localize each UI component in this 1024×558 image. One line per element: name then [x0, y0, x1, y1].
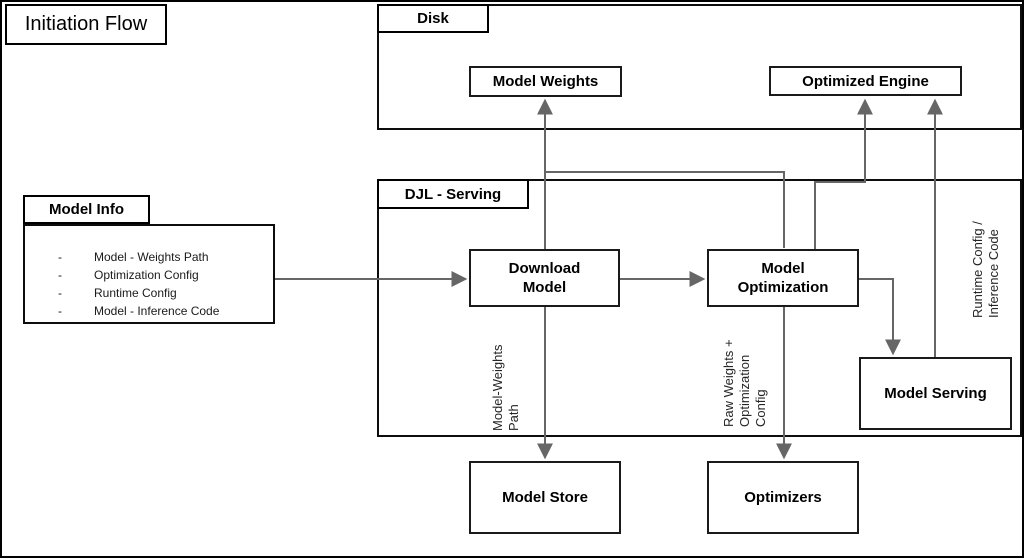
disk-container	[377, 4, 1022, 130]
bullet-dash: -	[58, 268, 62, 282]
model-info-item-text: Model - Inference Code	[94, 304, 220, 318]
model-info-item-text: Model - Weights Path	[94, 250, 209, 264]
node-label: Model Serving	[884, 385, 987, 402]
node-optimizers: Optimizers	[707, 461, 859, 534]
djl-serving-label-text: DJL - Serving	[404, 185, 502, 203]
model-info-box: - Model - Weights Path - Optimization Co…	[23, 224, 275, 324]
disk-label-text: Disk	[417, 10, 449, 27]
node-model-optimization: Model Optimization	[707, 249, 859, 307]
diagram-title: Initiation Flow	[24, 13, 148, 35]
node-label: Model Store	[502, 489, 588, 506]
node-label: Model Optimization	[737, 260, 829, 296]
node-label: Model Weights	[492, 73, 599, 90]
bullet-dash: -	[58, 286, 62, 300]
node-model-weights: Model Weights	[469, 66, 622, 97]
node-model-store: Model Store	[469, 461, 621, 534]
model-info-item-text: Optimization Config	[94, 268, 199, 282]
model-info-item-text: Runtime Config	[94, 286, 177, 300]
bullet-dash: -	[58, 250, 62, 264]
node-label: Optimizers	[744, 489, 822, 506]
diagram-title-box: Initiation Flow	[5, 4, 167, 45]
edge-modeloptimization-to-optimizedengine	[814, 98, 873, 249]
model-info-item: - Model - Inference Code	[25, 302, 273, 320]
model-info-label: Model Info	[23, 195, 150, 224]
djl-serving-container	[377, 179, 1022, 437]
node-label: Optimized Engine	[802, 72, 929, 90]
disk-label: Disk	[377, 4, 489, 33]
node-model-serving: Model Serving	[859, 357, 1012, 430]
edge-branch-to-modeloptimization-top	[545, 171, 785, 248]
model-info-item: - Runtime Config	[25, 284, 273, 302]
bullet-dash: -	[58, 304, 62, 318]
model-info-item: - Model - Weights Path	[25, 248, 273, 266]
node-label: Download Model	[508, 260, 581, 296]
node-download-model: Download Model	[469, 249, 620, 307]
djl-serving-label: DJL - Serving	[377, 179, 529, 209]
node-optimized-engine: Optimized Engine	[769, 66, 962, 96]
model-info-label-text: Model Info	[49, 201, 124, 218]
model-info-item: - Optimization Config	[25, 266, 273, 284]
edge-modeloptimization-to-modelserving	[859, 278, 901, 356]
